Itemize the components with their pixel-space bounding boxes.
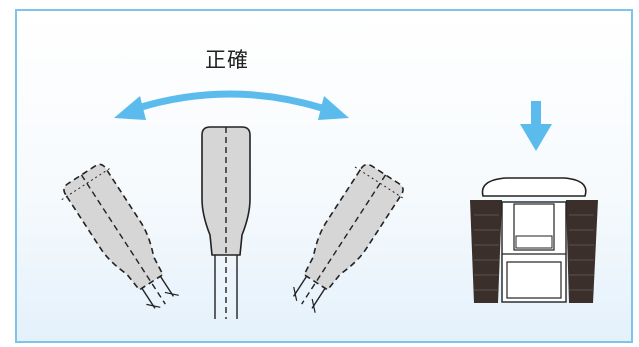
handle-right-tilted	[275, 157, 412, 322]
handle-center-upright	[201, 126, 251, 320]
down-arrow-icon	[520, 101, 552, 151]
handle-left-tilted	[55, 157, 192, 322]
curved-double-arrow-icon	[114, 90, 349, 120]
correct-label: 正確	[205, 48, 249, 72]
tool-stand-figure	[470, 177, 598, 303]
